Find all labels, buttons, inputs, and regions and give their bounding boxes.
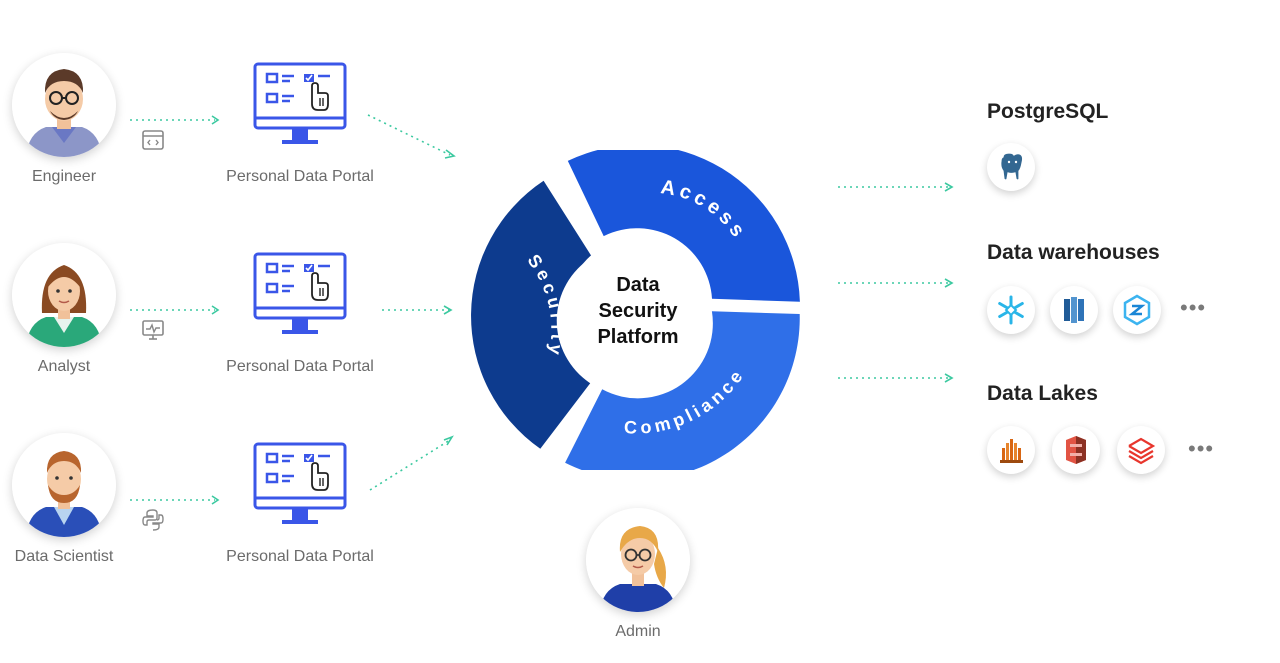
data-lakes-more-icon[interactable]: ••• <box>1188 436 1215 461</box>
data-warehouses-title: Data warehouses <box>987 241 1160 264</box>
azure-synapse-icon[interactable] <box>1113 286 1161 334</box>
personal-data-portal-monitor-icon[interactable] <box>250 250 350 340</box>
compliance-segment[interactable] <box>565 311 800 470</box>
analyst-label: Analyst <box>37 358 91 375</box>
python-icon <box>141 508 165 532</box>
analyst-portal-label: Personal Data Portal <box>226 358 374 375</box>
engineer-avatar <box>12 53 116 157</box>
databricks-icon[interactable] <box>1117 426 1165 474</box>
redshift-icon[interactable] <box>1050 286 1098 334</box>
code-window-icon <box>141 128 165 152</box>
personal-data-portal-monitor-icon[interactable] <box>250 60 350 150</box>
postgresql-icon[interactable] <box>987 143 1035 191</box>
engineer-label: Engineer <box>31 168 97 185</box>
platform-title-line3: Platform <box>597 326 678 348</box>
chart-monitor-icon <box>141 318 165 342</box>
personal-data-portal-monitor-icon[interactable] <box>250 440 350 530</box>
admin-avatar <box>586 508 690 612</box>
analyst-avatar <box>12 243 116 347</box>
data-scientist-portal-label: Personal Data Portal <box>226 548 374 565</box>
connector-portal3-platform <box>369 439 451 491</box>
postgresql-title: PostgreSQL <box>987 100 1109 123</box>
data-warehouses-more-icon[interactable]: ••• <box>1180 295 1207 320</box>
connector-portal1-platform <box>367 114 451 156</box>
aws-athena-icon[interactable] <box>987 426 1035 474</box>
aws-s3-icon[interactable] <box>1052 426 1100 474</box>
data-scientist-label: Data Scientist <box>14 548 114 565</box>
security-segment[interactable] <box>471 180 593 449</box>
platform-title-line1: Data <box>616 274 660 296</box>
admin-label: Admin <box>615 623 661 640</box>
snowflake-icon[interactable] <box>987 286 1035 334</box>
platform-title-line2: Security <box>599 300 679 322</box>
data-lakes-title: Data Lakes <box>987 382 1098 405</box>
access-segment[interactable] <box>567 150 800 302</box>
data-scientist-avatar <box>12 433 116 537</box>
data-security-platform-ring: Access Security Compliance Data Security… <box>471 150 800 470</box>
engineer-portal-label: Personal Data Portal <box>226 168 374 185</box>
